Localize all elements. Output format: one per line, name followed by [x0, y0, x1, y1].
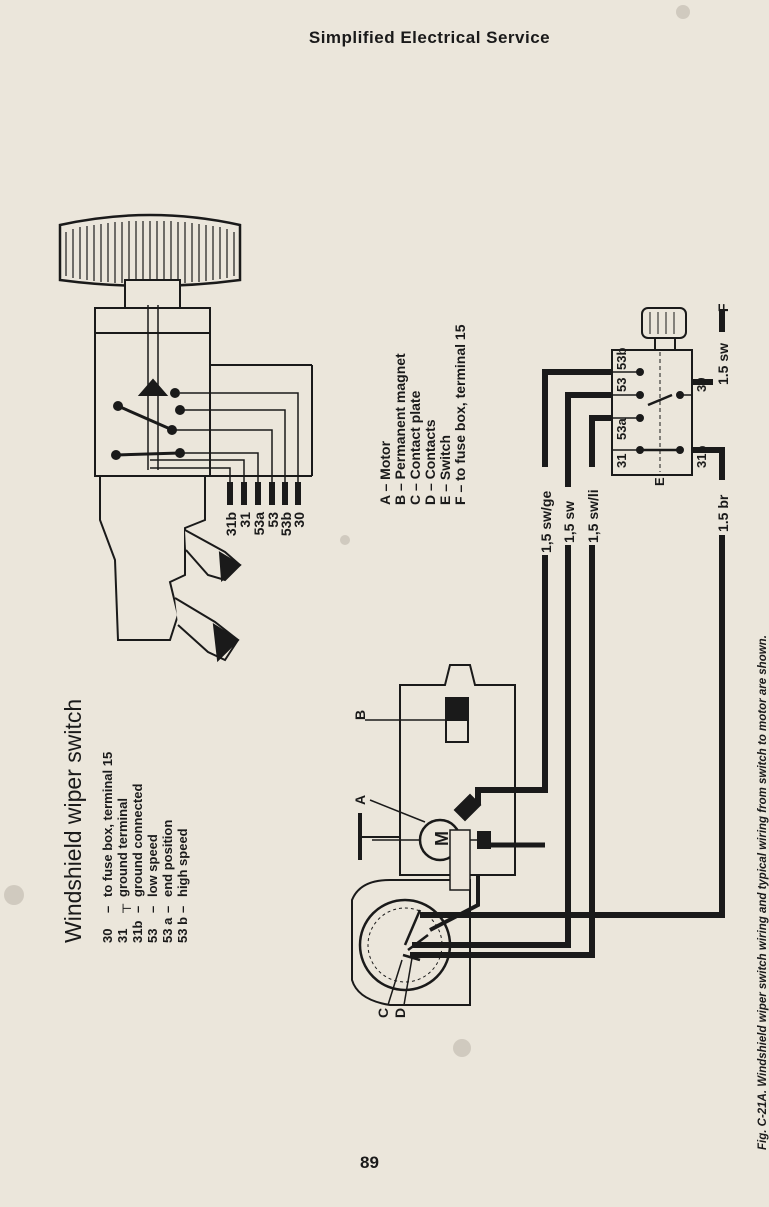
legend-dash: –	[145, 906, 160, 913]
wiper-switch-drawing	[58, 213, 313, 663]
terminal-label-31b: 31b	[223, 512, 239, 536]
wire-sw-ge	[475, 369, 612, 805]
terminal-label-53a: 53a	[251, 512, 267, 536]
parts-legend-e: E – Switch	[437, 435, 453, 505]
wire-label-sw-f: 1.5 sw	[715, 343, 731, 385]
label-m: M	[432, 831, 452, 846]
legend-desc: ground connected	[130, 784, 145, 897]
wire-label-f: F	[715, 303, 731, 312]
permanent-magnet	[445, 697, 469, 721]
legend-dash: –	[160, 906, 175, 913]
wire-sw	[412, 392, 612, 948]
switch-housing	[99, 475, 206, 641]
wire-labels: 1,5 sw/ge 1,5 sw 1,5 sw/li 1.5 br 1.5 sw…	[536, 303, 731, 555]
wire-sw-li	[410, 415, 612, 958]
figure-caption: Fig. C-21A. Windshield wiper switch wiri…	[757, 635, 769, 1150]
wiring-harness	[410, 310, 725, 958]
switch-terminal-labels: 31b 31 53a 53 53b 30	[223, 512, 307, 536]
legend-desc: end position	[160, 820, 175, 897]
legend-desc: high speed	[175, 828, 190, 897]
parts-legend-d: D – Contacts	[422, 419, 438, 505]
legend-dash: –	[175, 906, 190, 913]
label-d: D	[392, 1008, 408, 1018]
paper-smudge	[4, 885, 24, 905]
legend-dash: –	[130, 906, 145, 913]
small-term-30: 30	[694, 378, 709, 392]
switch-bushing	[94, 307, 211, 334]
label-a: A	[352, 795, 368, 805]
small-switch-body	[611, 349, 693, 476]
switch-shaft	[124, 279, 181, 309]
small-switch-labels: 53b 53 53a 31 30 31b E	[614, 348, 709, 486]
terminal-label-53: 53	[265, 512, 281, 528]
paper-smudge	[453, 1039, 471, 1057]
legend-desc: to fuse box, terminal 15	[100, 752, 115, 897]
paper-smudge	[676, 5, 690, 19]
parts-legend: A – Motor B – Permanent magnet C – Conta…	[377, 324, 468, 505]
label-c: C	[375, 1008, 391, 1018]
parts-legend-a: A – Motor	[377, 440, 393, 505]
legend-items: 30 – to fuse box, terminal 15 31 ┬ groun…	[100, 752, 190, 943]
legend-terminal: 53 a	[160, 917, 175, 943]
parts-legend-f: F – to fuse box, terminal 15	[452, 324, 468, 505]
page-number: 89	[360, 1153, 379, 1172]
small-term-31b: 31b	[694, 446, 709, 468]
legend-terminal: 30	[100, 929, 115, 943]
small-term-e: E	[652, 477, 667, 486]
terminal-label-31: 31	[237, 512, 253, 528]
wire-label-sw-li: 1,5 sw/li	[585, 489, 601, 543]
terminal-pins	[227, 482, 301, 505]
motor-labels: A B C D M	[352, 710, 452, 1018]
small-term-53a: 53a	[614, 418, 629, 440]
legend-title: Windshield wiper switch	[60, 699, 86, 943]
small-switch-drawing	[611, 307, 693, 476]
page-header: Simplified Electrical Service	[308, 28, 551, 47]
wire-label-br: 1.5 br	[715, 494, 731, 532]
legend-terminal: 53 b	[175, 917, 190, 943]
legend-terminal: 53	[145, 929, 160, 943]
small-term-53b: 53b	[614, 348, 629, 370]
small-switch-knob	[641, 307, 687, 339]
legend-terminal: 31	[115, 929, 130, 943]
paper-smudge	[340, 535, 350, 545]
wiper-motor-drawing	[351, 664, 516, 1006]
label-b: B	[352, 710, 368, 720]
small-term-31: 31	[614, 454, 629, 468]
switch-arrow	[137, 378, 169, 396]
wire-label-sw-ge: 1,5 sw/ge	[538, 491, 554, 553]
legend-dash: ┬	[115, 903, 132, 914]
knob-ribs	[65, 221, 235, 284]
terminal-label-30: 30	[291, 512, 307, 528]
parts-legend-c: C – Contact plate	[407, 390, 423, 505]
parts-legend-b: B – Permanent magnet	[392, 353, 408, 505]
terminal-label-53b: 53b	[278, 512, 294, 536]
legend-desc: ground terminal	[115, 798, 130, 897]
legend-terminal: 31b	[130, 921, 145, 943]
small-term-53: 53	[614, 378, 629, 392]
switch-legend: Windshield wiper switch 30 – to fuse box…	[60, 699, 190, 943]
wire-label-sw: 1,5 sw	[561, 501, 577, 543]
legend-desc: low speed	[145, 834, 160, 897]
legend-dash: –	[100, 906, 115, 913]
moving-contact	[117, 404, 169, 430]
